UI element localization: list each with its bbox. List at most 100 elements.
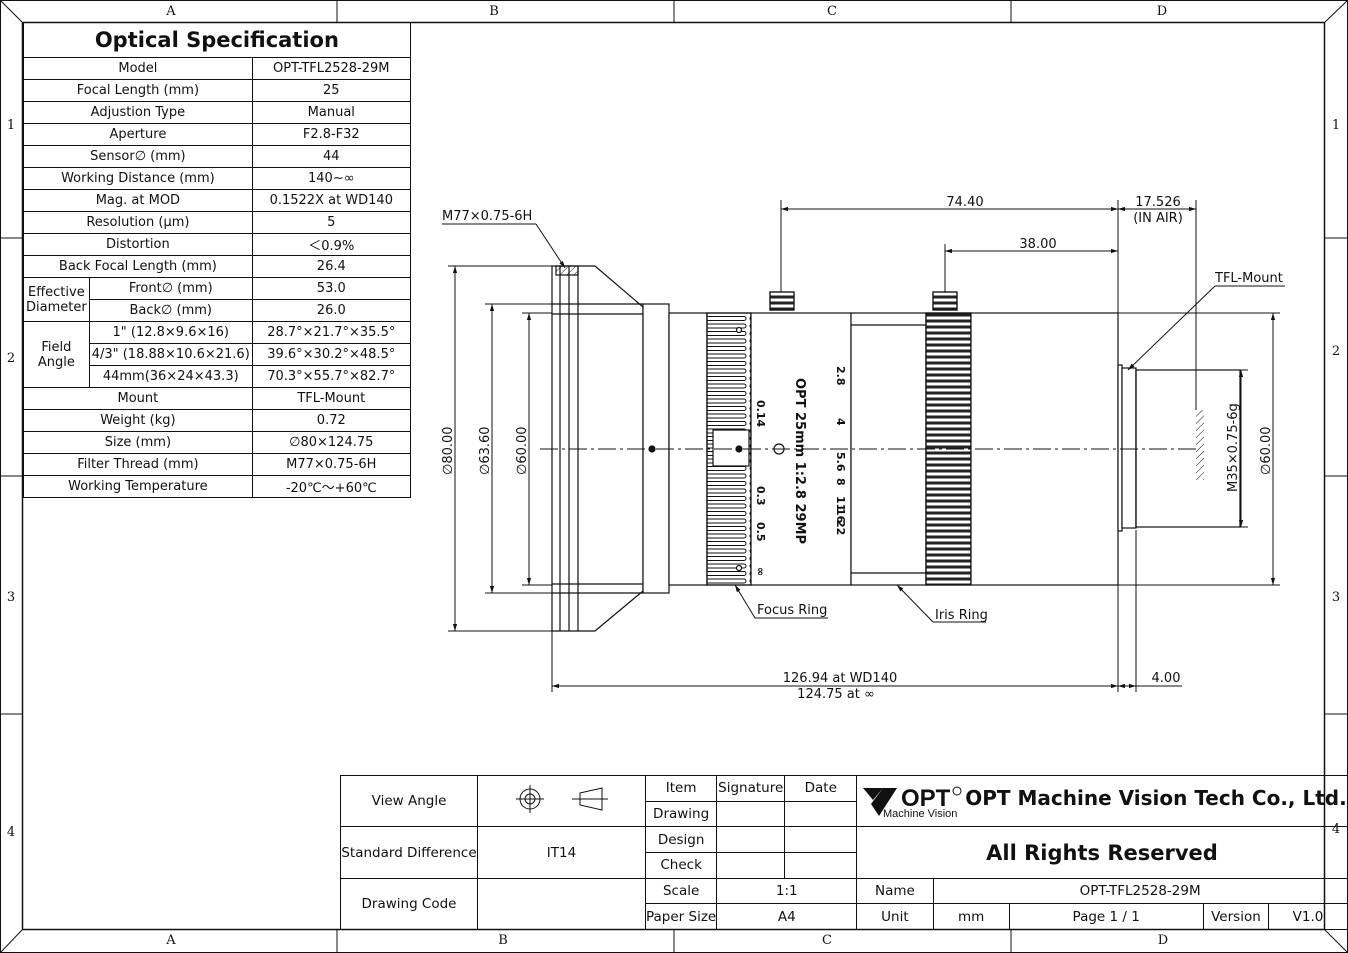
view-angle-symbol [477,774,646,828]
zone-row-4-left: 4 [6,825,16,840]
company-name: OPT Machine Vision Tech Co., Ltd. [965,786,1347,811]
logo-text: OPT [901,785,951,812]
spec-value: ＜0.9% [251,233,411,256]
group-label-line: Angle [37,354,75,370]
check-signature [716,852,786,879]
dim-4: 4.00 [1152,671,1181,686]
focus-ring-label: Focus Ring [757,603,827,618]
version-label: Version [1202,903,1270,931]
spec-title: Optical Specification [23,22,411,58]
zone-row-3-right: 3 [1331,590,1341,605]
dim-17-note: (IN AIR) [1133,211,1183,226]
focus-mark: ∞ [754,567,767,576]
unit-value: mm [932,903,1010,931]
spec-value: M77×0.75-6H [251,453,411,476]
dim-17: 17.526 [1135,195,1181,210]
design-signature [716,826,786,854]
group-label-line: Effective [27,284,85,300]
aperture-mark: 5.6 [834,452,847,472]
aperture-mark: 16 [834,508,847,524]
zone-col-a-bottom: A [166,933,176,948]
dim-74: 74.40 [946,195,983,210]
zone-col-c-bottom: C [822,933,832,948]
aperture-mark: 22 [834,520,847,535]
zone-col-d-top: D [1156,4,1168,19]
date-header: Date [784,775,858,802]
name-value: OPT-TFL2528-29M [932,877,1348,905]
spec-row: Distortion＜0.9% [23,233,411,256]
scale-value: 1:1 [716,877,858,905]
spec-row: Filter Thread (mm)M77×0.75-6H [23,453,411,476]
zone-col-a-top: A [166,4,176,19]
spec-label: Working Temperature [23,475,253,498]
spec-value: 28.7°×21.7°×35.5° [251,321,411,344]
thread-label: M77×0.75-6H [442,209,532,224]
spec-value: -20℃～+60℃ [251,475,411,498]
focus-mark: 0.5 [754,522,767,542]
iris-ring-label: Iris Ring [935,608,988,623]
aperture-mark: 11 [834,496,847,511]
drawing-code-value [477,877,646,931]
spec-label: 44mm(36×24×43.3) [88,365,253,388]
dim-length-wd: 126.94 at WD140 [783,671,898,686]
logo-subtext: Machine Vision [883,808,957,820]
spec-row: Back∅ (mm) 26.0 [24,299,411,322]
spec-value: 0.1522X at WD140 [251,189,411,212]
spec-label: 4/3" (18.88×10.6×21.6) [88,343,253,366]
projection-symbol-icon [515,785,608,814]
spec-value: 0.72 [251,409,411,432]
spec-row: 4/3" (18.88×10.6×21.6) 39.6°×30.2°×48.5° [24,343,411,366]
spec-row: Sensor∅ (mm)44 [23,145,411,168]
version-value: V1.0 [1268,903,1348,931]
spec-row: Resolution (μm)5 [23,211,411,234]
barrel-text: OPT 25mm 1:2.8 29MP [792,378,807,544]
dia-636: ∅63.60 [478,426,493,475]
spec-row: Focal Length (mm)25 [23,79,411,102]
view-angle-label: View Angle [340,774,478,828]
item-header: Item [644,775,718,802]
signature-header: Signature [716,775,786,802]
spec-label: Distortion [23,233,253,256]
design-date [784,826,858,854]
name-label: Name [856,877,934,905]
scale-label: Scale [644,877,718,905]
drawing-date [784,800,858,828]
dim-length-inf: 124.75 at ∞ [797,687,875,702]
spec-label: Back Focal Length (mm) [23,255,253,278]
spec-label: Focal Length (mm) [23,79,253,102]
zone-row-1-left: 1 [6,118,16,133]
zone-row-2-right: 2 [1331,344,1341,359]
zone-row-1-right: 1 [1331,118,1341,133]
dia-80: ∅80.00 [441,426,456,475]
drawing-row-label: Drawing [644,800,718,828]
paper-size-label: Paper Size [644,903,718,931]
zone-row-2-left: 2 [6,351,16,366]
standard-diff-label: Standard Difference [340,826,478,879]
aperture-mark: 4 [834,418,847,426]
spec-row: Working Temperature-20℃～+60℃ [23,475,411,498]
rights-text: All Rights Reserved [856,826,1348,879]
zone-col-b-top: B [489,4,499,19]
drawing-signature [716,800,786,828]
aperture-mark: 2.8 [834,366,847,386]
design-row-label: Design [644,826,718,854]
spec-label: Working Distance (mm) [23,167,253,190]
company-cell: OPT Machine Vision OPT Machine Vision Te… [856,774,1348,828]
opt-logo: OPT Machine Vision [863,785,962,820]
dia-60-right: ∅60.00 [1259,426,1274,475]
dia-60-left: ∅60.00 [515,426,530,475]
spec-value: OPT-TFL2528-29M [251,57,411,80]
drawing-code-label: Drawing Code [340,877,478,931]
m35-thread: M35×0.75-6g [1226,403,1241,492]
paper-size-value: A4 [716,903,858,931]
aperture-mark: 8 [834,478,847,486]
spec-value: 44 [251,145,411,168]
